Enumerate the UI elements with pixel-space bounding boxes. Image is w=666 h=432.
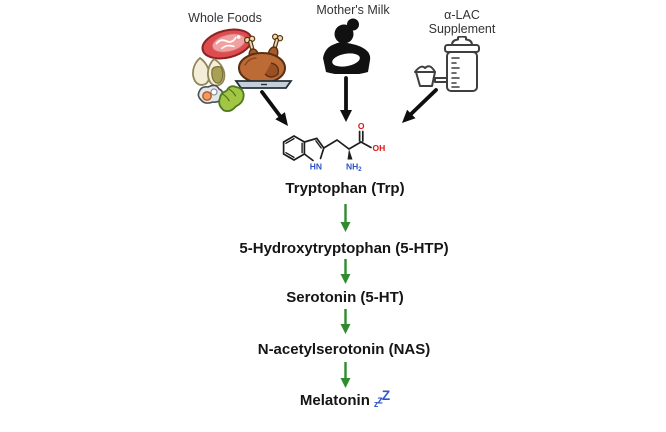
breastfeeding-mother-icon	[323, 18, 371, 74]
oh-label: OH	[373, 143, 386, 153]
alac-label-line1: α-LAC	[444, 8, 480, 22]
svg-text:NH2: NH2	[346, 162, 362, 174]
mothers-milk-label: Mother's Milk	[316, 3, 390, 17]
shaker-bottle-icon	[414, 36, 480, 92]
whole-foods-icons	[192, 28, 293, 113]
sleep-z-small: z	[373, 399, 379, 409]
alac-supplement-label: α-LAC Supplement	[429, 8, 496, 36]
alac-arrow	[402, 88, 438, 123]
edamame-icon	[197, 84, 245, 113]
seeds-icon	[192, 56, 226, 87]
whole-foods-label: Whole Foods	[188, 11, 262, 25]
sleep-zzz-icon: zzZ	[373, 388, 391, 409]
arrow-5htp-to-serotonin	[340, 259, 351, 284]
arrow-trp-to-5htp	[340, 204, 351, 232]
step-label-tryptophan: Tryptophan (Trp)	[285, 180, 405, 197]
arrow-serotonin-to-nas	[340, 309, 351, 334]
alac-label-line2: Supplement	[428, 22, 496, 36]
carbonyl-o-label: O	[358, 122, 365, 131]
step-label-serotonin: Serotonin (5-HT)	[286, 289, 404, 306]
source-arrows	[260, 76, 438, 126]
powder-scoop-icon	[414, 65, 448, 87]
arrow-nas-to-melatonin	[340, 362, 351, 388]
roast-turkey-icon	[234, 33, 293, 89]
infant-shape	[332, 53, 360, 67]
sleep-z-large: Z	[381, 388, 391, 403]
whole-foods-arrow	[260, 90, 288, 126]
nh2-label: NH	[346, 162, 358, 172]
step-label-melatonin-row: Melatonin zzZ	[299, 388, 391, 409]
nh2-subscript: 2	[358, 167, 362, 173]
bottle-shape	[444, 36, 480, 92]
sleep-z-medium: z	[377, 394, 383, 407]
mothers-milk-arrow	[340, 76, 352, 122]
step-label-melatonin: Melatonin	[299, 392, 370, 409]
tryptophan-structure: HN NH2 O OH	[282, 122, 386, 174]
hn-label: HN	[310, 162, 322, 172]
step-label-5htp: 5-Hydroxytryptophan (5-HTP)	[239, 240, 449, 257]
step-label-nas: N-acetylserotonin (NAS)	[257, 341, 431, 358]
